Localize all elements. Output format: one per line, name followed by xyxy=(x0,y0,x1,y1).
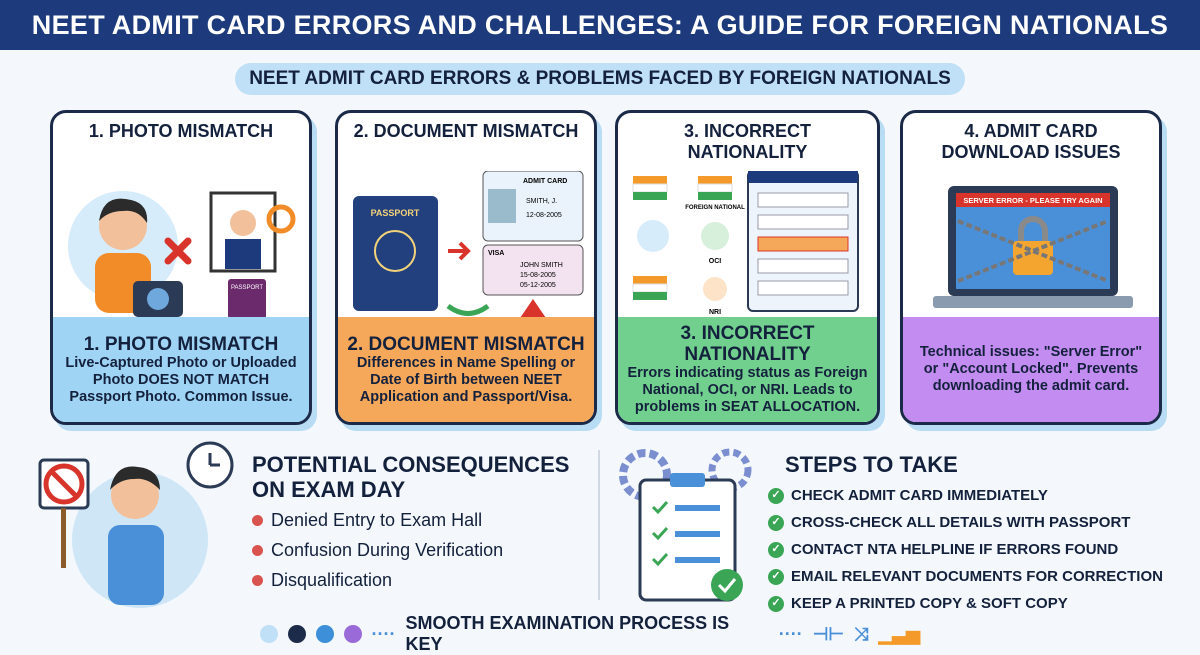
passport-label: PASSPORT xyxy=(231,285,263,291)
bar-chart-icon: ▁▃▅ xyxy=(878,623,920,644)
check-icon: ✓ xyxy=(768,541,784,558)
card-footer: 1. PHOTO MISMATCH Live-Captured Photo or… xyxy=(53,317,309,422)
step-item: ✓ CHECK ADMIT CARD IMMEDIATELY xyxy=(768,482,1163,509)
step-text: EMAIL RELEVANT DOCUMENTS FOR CORRECTION xyxy=(791,568,1163,585)
card-document-mismatch: 2. DOCUMENT MISMATCH PASSPORT ADMIT CARD… xyxy=(335,110,597,425)
document-icon xyxy=(315,625,334,643)
card-footer-title: 3. INCORRECT NATIONALITY xyxy=(680,323,815,365)
clipboard-checklist-illustration xyxy=(619,448,752,602)
step-item: ✓ CONTACT NTA HELPLINE IF ERRORS FOUND xyxy=(768,536,1163,563)
step-text: CONTACT NTA HELPLINE IF ERRORS FOUND xyxy=(791,541,1119,558)
step-text: CHECK ADMIT CARD IMMEDIATELY xyxy=(791,487,1048,504)
card-footer: 3. INCORRECT NATIONALITY Errors indicati… xyxy=(618,317,877,422)
card-incorrect-nationality: 3. INCORRECT NATIONALITY FOREIGN NATIONA… xyxy=(615,110,880,425)
prohibited-icon xyxy=(43,463,85,505)
card-footer-text: Errors indicating status as Foreign Nati… xyxy=(627,365,868,415)
check-icon: ✓ xyxy=(768,514,784,531)
photo-mismatch-illustration: PASSPORT xyxy=(68,191,296,319)
visa-name: JOHN SMITH xyxy=(520,262,563,269)
steps-title: STEPS TO TAKE xyxy=(785,452,958,477)
admit-dob: 12-08-2005 xyxy=(526,212,562,219)
subtitle-banner: NEET ADMIT CARD ERRORS & PROBLEMS FACED … xyxy=(235,63,965,95)
page-title: NEET ADMIT CARD ERRORS AND CHALLENGES: A… xyxy=(0,0,1200,50)
check-icon: ✓ xyxy=(768,568,784,585)
foreign-national-label: FOREIGN NATIONAL xyxy=(685,205,745,211)
card-heading: 1. PHOTO MISMATCH xyxy=(88,121,274,141)
connector-icon: ⊣⊢ xyxy=(812,623,845,644)
consequence-text: Disqualification xyxy=(271,570,393,590)
admit-name: SMITH, J. xyxy=(526,198,557,205)
passport-label: PASSPORT xyxy=(371,208,420,218)
bullet-icon xyxy=(252,514,263,526)
card-footer-title: 1. PHOTO MISMATCH xyxy=(83,333,279,355)
visa-date: 05-12-2005 xyxy=(520,282,556,289)
check-icon: ✓ xyxy=(768,595,784,612)
nationality-illustration: FOREIGN NATIONAL OCI NRI xyxy=(632,171,859,316)
card-download-issues: 4. ADMIT CARD DOWNLOAD ISSUES SERVER ERR… xyxy=(900,110,1162,425)
server-error-message: SERVER ERROR - PLEASE TRY AGAIN xyxy=(963,196,1102,205)
step-item: ✓ CROSS-CHECK ALL DETAILS WITH PASSPORT xyxy=(768,509,1163,536)
step-text: KEEP A PRINTED COPY & SOFT COPY xyxy=(791,595,1068,612)
bullet-icon xyxy=(252,574,263,586)
consequence-item: Confusion During Verification xyxy=(252,535,503,565)
card-heading: 4. ADMIT CARD DOWNLOAD ISSUES xyxy=(941,121,1121,162)
step-text: CROSS-CHECK ALL DETAILS WITH PASSPORT xyxy=(791,514,1131,531)
step-item: ✓ KEEP A PRINTED COPY & SOFT COPY xyxy=(768,590,1163,617)
consequence-text: Denied Entry to Exam Hall xyxy=(271,510,483,530)
footer-text: SMOOTH EXAMINATION PROCESS IS KEY xyxy=(405,613,730,654)
consequences-title: POTENTIAL CONSEQUENCES ON EXAM DAY xyxy=(252,452,570,502)
consequence-item: Disqualification xyxy=(252,565,503,595)
steps-list: ✓ CHECK ADMIT CARD IMMEDIATELY ✓ CROSS-CHE… xyxy=(768,482,1163,617)
telegram-icon xyxy=(287,625,306,643)
gear-icon xyxy=(619,449,671,501)
footer-dots: ···· xyxy=(371,623,396,644)
card-footer-text: Technical issues: "Server Error" or "Acc… xyxy=(919,344,1143,394)
step-item: ✓ EMAIL RELEVANT DOCUMENTS FOR CORRECTION xyxy=(768,563,1163,590)
india-flag-icon xyxy=(632,176,668,200)
lock-icon xyxy=(1013,241,1053,275)
card-footer: Technical issues: "Server Error" or "Acc… xyxy=(903,317,1159,422)
card-footer-text: Differences in Name Spelling or Date of … xyxy=(356,354,576,405)
card-heading: 2. DOCUMENT MISMATCH xyxy=(353,121,579,141)
visa-dob: 15-08-2005 xyxy=(520,272,556,279)
download-issue-illustration: SERVER ERROR - PLEASE TRY AGAIN xyxy=(933,186,1133,308)
section-divider xyxy=(598,450,600,600)
check-icon: ✓ xyxy=(768,487,784,504)
eye-icon xyxy=(260,625,278,643)
network-icon xyxy=(343,625,362,643)
consequence-text: Confusion During Verification xyxy=(271,540,504,560)
consequences-list: Denied Entry to Exam Hall Confusion Duri… xyxy=(252,505,503,595)
worried-student-illustration xyxy=(38,441,234,608)
shuffle-icon: ⤨ xyxy=(854,623,869,644)
footer-banner: ···· SMOOTH EXAMINATION PROCESS IS KEY ·… xyxy=(260,613,920,654)
consequence-item: Denied Entry to Exam Hall xyxy=(252,505,503,535)
nri-label: NRI xyxy=(709,309,721,316)
card-photo-mismatch: 1. PHOTO MISMATCH PASSPORT 1. PHOTO MISM… xyxy=(50,110,312,425)
visa-label: VISA xyxy=(488,250,504,257)
admit-card-label: ADMIT CARD xyxy=(523,178,567,185)
card-footer-text: Live-Captured Photo or Uploaded Photo DO… xyxy=(65,354,297,405)
card-heading: 3. INCORRECT NATIONALITY xyxy=(683,121,811,162)
oci-label: OCI xyxy=(709,258,722,265)
card-footer-title: 2. DOCUMENT MISMATCH xyxy=(347,333,585,355)
card-footer: 2. DOCUMENT MISMATCH Differences in Name… xyxy=(338,317,594,422)
bullet-icon xyxy=(252,544,263,556)
footer-dots: ···· xyxy=(778,623,803,644)
document-mismatch-illustration: PASSPORT ADMIT CARD SMITH, J. 12-08-2005… xyxy=(353,171,584,321)
